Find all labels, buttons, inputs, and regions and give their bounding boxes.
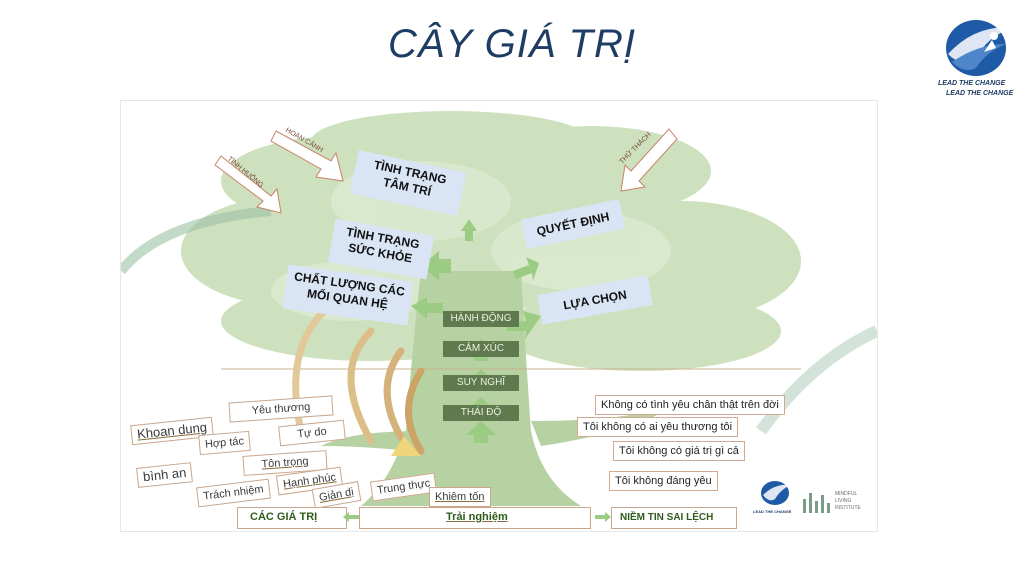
lead-the-change-icon [761,481,791,505]
belief-no-one-loves-me: Tôi không có ai yêu thương tôi [577,417,739,437]
value-humility: Khiêm tốn [429,487,491,507]
brand-logo: LEAD THE CHANGE LEAD THE CHANGE [936,14,1022,104]
footer-values-box: CÁC GIÁ TRỊ [237,507,347,529]
arrow-left-icon [343,512,359,522]
mli-line-3: INSTITUTE [835,505,861,511]
footer-beliefs-label: NIỀM TIN SAI LỆCH [620,512,714,523]
brand-logo-text-2: LEAD THE CHANGE [946,90,1014,97]
value-love-label: Yêu thương [251,400,311,418]
value-honesty-label: Trung thực [376,477,431,497]
footer-experience-label: Trải nghiệm [446,511,508,523]
value-humility-label: Khiêm tốn [435,491,485,503]
globe-icon [946,20,1012,76]
value-responsibility-label: Trách nhiệm [202,483,265,503]
mli-line-2: LIVING [835,498,852,504]
value-freedom-label: Tự do [296,425,328,441]
value-cooperation-label: Hợp tác [204,435,245,451]
trunk-step-thought: SUY NGHĨ [443,375,519,391]
trunk-step-action: HÀNH ĐỘNG [443,311,519,327]
page-title: CÂY GIÁ TRỊ [387,22,637,66]
belief-not-lovable: Tôi không đáng yêu [609,471,718,491]
state-box-health-label: TÌNH TRẠNG SỨC KHỎE [345,224,421,266]
mindful-living-icon [803,493,830,513]
belief-no-worth: Tôi không có giá trị gì cả [613,441,745,461]
brand-logo-text-1: LEAD THE CHANGE [938,80,1006,87]
trunk-step-emotion: CẢM XÚC [443,341,519,357]
value-simplicity-label: Giản dị [318,486,355,504]
arrow-right-icon [595,512,611,522]
lead-the-change-text: LEAD THE CHANGE [753,509,792,514]
trunk-step-attitude: THÁI ĐỘ [443,405,519,421]
footer-values-label: CÁC GIÁ TRỊ [250,511,318,523]
value-peace-label: bình an [142,464,187,485]
value-tolerance-label: Khoan dung [136,419,208,442]
belief-no-true-love: Không có tình yêu chân thật trên đời [595,395,785,415]
choice-box-label: LỰA CHỌN [562,287,628,313]
mindful-living-text: MINDFUL LIVING INSTITUTE [835,491,861,512]
footer-beliefs-box: NIỀM TIN SAI LỆCH [611,507,737,529]
value-respect-label: Tôn trọng [261,455,309,471]
footer-experience-box: Trải nghiệm [359,507,591,529]
mli-line-1: MINDFUL [835,491,858,497]
value-tree-diagram: HOÀN CẢNH TÌNH HUỐNG THỬ THÁCH TÌNH TRẠN… [120,100,878,532]
